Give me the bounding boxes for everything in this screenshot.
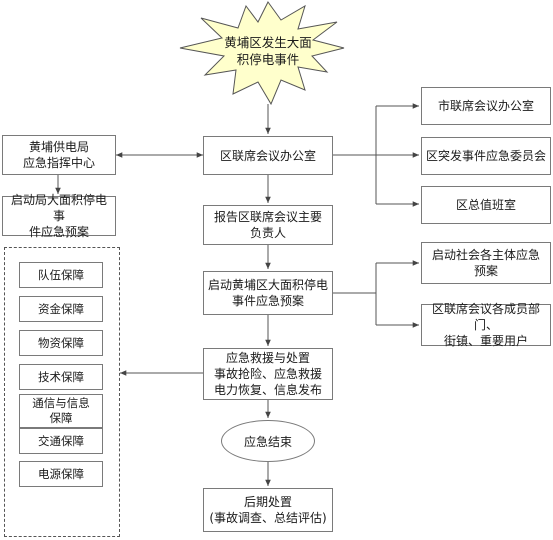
guarantee-item: 队伍保障 xyxy=(19,262,103,288)
end-ellipse: 应急结束 xyxy=(221,420,315,462)
guarantees-group: 队伍保障 资金保障 物资保障 技术保障 通信与信息 保障 交通保障 电源保障 xyxy=(4,247,120,537)
city-office-box: 市联席会议办公室 xyxy=(421,87,551,125)
emergency-committee-box: 区突发事件应急委员会 xyxy=(421,137,551,175)
power-plan-box: 启动局大面积停电事 件应急预案 xyxy=(2,193,116,239)
guarantee-item: 物资保障 xyxy=(19,330,103,356)
guarantee-item: 技术保障 xyxy=(19,364,103,390)
aftermath-box: 后期处置 (事故调查、总结评估) xyxy=(203,488,333,532)
start-plan-box: 启动黄埔区大面积停电 事件应急预案 xyxy=(203,271,333,315)
start-event-label: 黄埔区发生大面 积停电事件 xyxy=(224,35,312,67)
guarantee-item: 通信与信息 保障 xyxy=(19,394,103,428)
district-office-box: 区联席会议办公室 xyxy=(203,136,333,175)
starburst-shape xyxy=(179,1,345,106)
guarantee-item: 资金保障 xyxy=(19,296,103,322)
social-plan-box: 启动社会各主体应急 预案 xyxy=(421,242,551,284)
report-box: 报告区联席会议主要 负责人 xyxy=(203,205,333,245)
guarantee-item: 交通保障 xyxy=(19,428,103,454)
members-box: 区联席会议各成员部门、 街镇、重要用户 xyxy=(421,302,551,348)
rescue-box: 应急救援与处置 事故抢险、应急救援 电力恢复、信息发布 xyxy=(203,348,333,400)
power-center-box: 黄埔供电局 应急指挥中心 xyxy=(2,135,116,175)
guarantee-item: 电源保障 xyxy=(19,461,103,487)
duty-room-box: 区总值班室 xyxy=(421,186,551,224)
